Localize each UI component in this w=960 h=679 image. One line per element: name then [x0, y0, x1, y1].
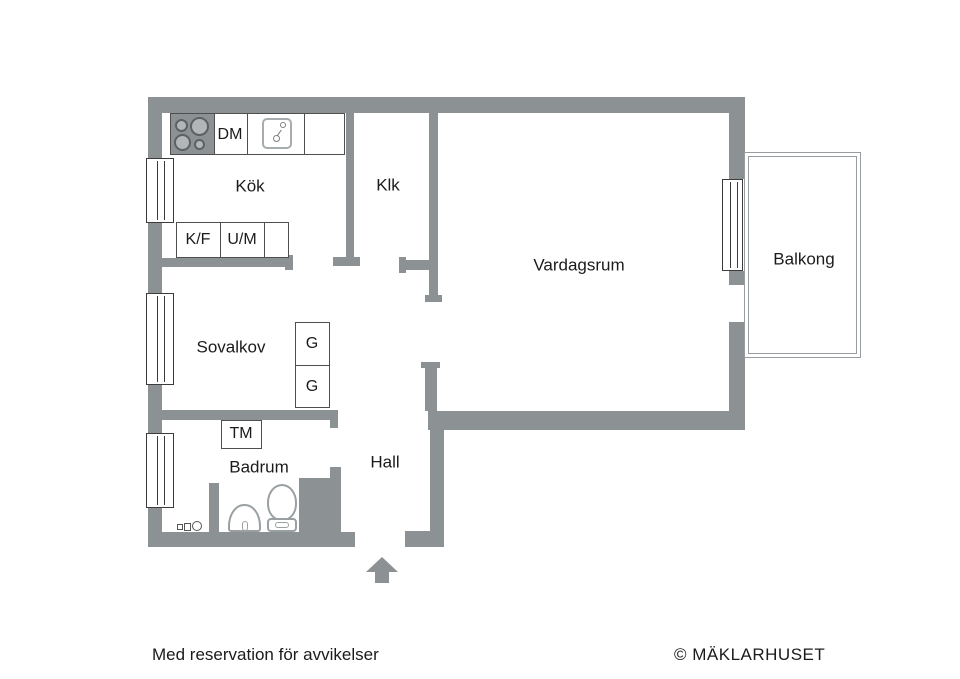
fixture-label-wardrobe-2: G — [305, 378, 319, 395]
alcove-window-icon — [146, 293, 174, 385]
wall-livingroom-door-lower — [425, 362, 437, 411]
wall-right-upper — [729, 97, 745, 179]
wall-closet-left — [346, 113, 354, 258]
wall-closet-right-endcap — [425, 295, 442, 302]
wall-closet-right — [429, 113, 438, 302]
shower-mixer-icon — [184, 523, 191, 531]
kitchen-window-icon — [146, 158, 174, 223]
wall-kitchen-bottom — [148, 258, 289, 267]
fixture-label-dishwasher: DM — [217, 126, 243, 143]
room-label-balcony: Balkong — [773, 249, 835, 269]
wall-livingroom-bottom — [428, 411, 745, 430]
toilet-flush-icon — [275, 522, 289, 528]
wall-bathroom-shower-stub — [209, 483, 219, 532]
window-pane-lines — [157, 161, 165, 220]
fixture-label-oven: U/M — [227, 231, 257, 248]
fixture-label-wardrobe-1: G — [305, 335, 319, 352]
wall-hall-stub — [402, 260, 430, 270]
balcony-inner-line — [748, 156, 857, 354]
kitchen-counter — [170, 113, 345, 155]
burner-icon — [175, 119, 188, 132]
bathroom-window-icon — [146, 433, 174, 508]
stove-icon — [171, 114, 214, 154]
balcony-outline — [744, 152, 861, 358]
wall-bathroom-right-block — [299, 478, 341, 532]
counter-empty-section — [304, 114, 344, 154]
wall-hall-stub-endcap — [399, 257, 406, 273]
window-pane-lines — [157, 436, 165, 505]
toilet-icon — [267, 484, 297, 521]
window-pane-lines — [729, 182, 738, 268]
fixture-label-washer: TM — [229, 425, 253, 442]
disclaimer-text: Med reservation för avvikelser — [152, 645, 379, 664]
room-label-hall: Hall — [370, 452, 400, 472]
sink-section — [247, 114, 304, 154]
wall-entrance-right-foot — [405, 531, 444, 547]
counter-end-box — [264, 222, 289, 258]
washing-machine-box — [221, 420, 262, 449]
fixture-label-fridge: K/F — [185, 231, 211, 248]
wall-right-sill — [729, 271, 745, 285]
balcony-window-icon — [722, 179, 743, 271]
burner-icon — [190, 117, 209, 136]
wall-alcove-bottom-drop — [330, 410, 338, 428]
entrance-arrow-icon — [366, 557, 398, 572]
wall-bottom-left-exterior — [148, 532, 355, 547]
room-label-bathroom: Badrum — [229, 457, 289, 477]
shower-head-icon — [192, 521, 202, 531]
room-label-closet: Klk — [376, 175, 400, 195]
wardrobe-box — [295, 365, 330, 408]
wall-kitchen-bottom-endcap — [285, 255, 293, 270]
room-label-kitchen: Kök — [235, 176, 265, 196]
wall-closet-left-foot — [333, 257, 360, 266]
dishwasher-section — [213, 114, 248, 154]
entrance-arrow-stem — [375, 571, 389, 583]
shower-mixer-icon — [177, 524, 183, 530]
window-pane-lines — [157, 296, 165, 382]
faucet-dot-icon — [280, 122, 287, 128]
drain-dot-icon — [273, 135, 281, 142]
washbasin-drain-icon — [242, 521, 248, 531]
wall-top-exterior — [148, 97, 745, 113]
room-label-livingroom: Vardagsrum — [533, 255, 625, 275]
sink-icon — [262, 118, 293, 149]
burner-icon — [174, 134, 191, 151]
copyright-text: © MÄKLARHUSET — [674, 645, 826, 664]
room-label-sleeping-alcove: Sovalkov — [196, 337, 266, 357]
burner-icon — [194, 139, 205, 150]
wall-right-lower — [729, 322, 745, 430]
wall-alcove-bottom — [148, 410, 338, 420]
wall-hall-right — [430, 424, 444, 547]
